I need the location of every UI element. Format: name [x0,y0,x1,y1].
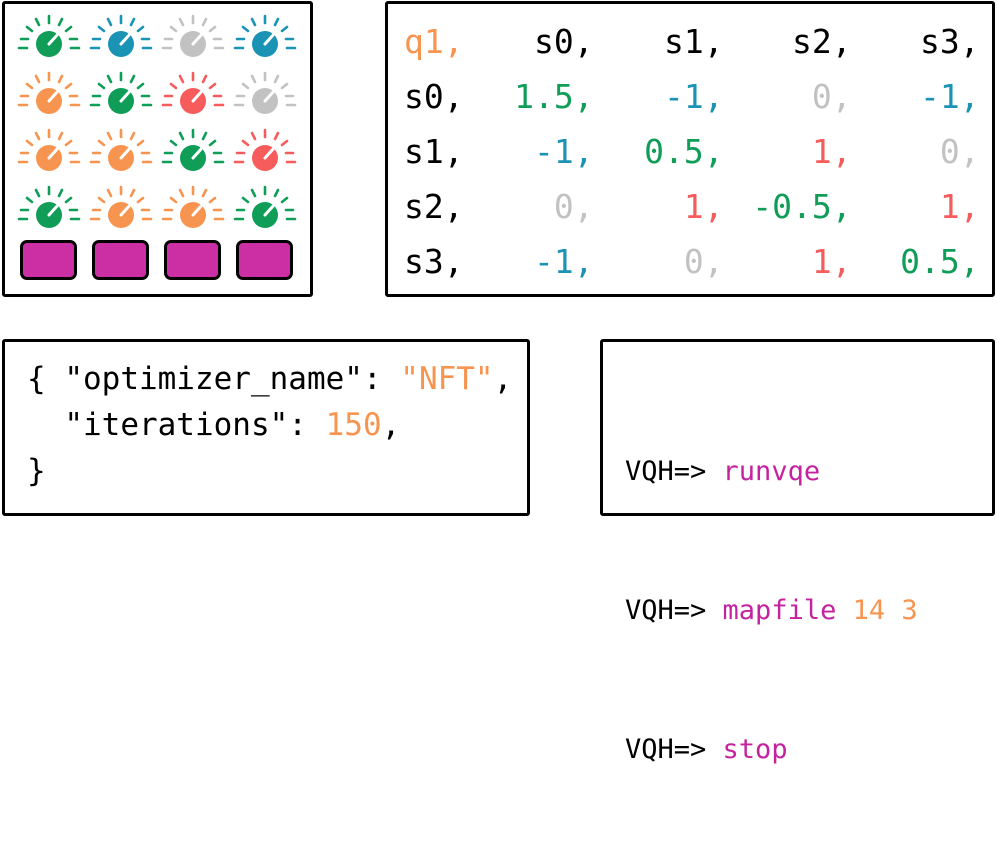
json-comma: , [493,361,513,397]
matrix-cell: -1, [534,242,594,281]
matrix-cell: -0.5, [752,187,852,226]
knob-icon [14,69,84,121]
console-line: VQH=> runvqe [625,448,918,495]
knob-icon [158,126,228,178]
knob-icon [86,69,156,121]
matrix-col-header: s2, [792,22,852,61]
knob-icon [14,183,84,235]
matrix-cell: 1, [811,132,852,171]
json-key-optimizer-name: "optimizer_name" [64,361,363,397]
knob-icon [86,126,156,178]
matrix-cell: -1, [920,77,980,116]
json-comma: , [381,407,401,443]
console-command: mapfile [722,595,837,626]
knob-icon [158,183,228,235]
matrix-cell: 0, [811,77,852,116]
knob-icon [86,183,156,235]
matrix-row-label: s1, [404,132,464,171]
pad-4[interactable] [236,240,293,280]
config-json-code: { "optimizer_name": "NFT", "iterations":… [27,356,512,494]
matrix-cell: 1.5, [514,77,594,116]
console-prompt: VQH=> [625,734,723,765]
matrix-row: s2, 0, 1, -0.5, 1, [404,179,980,234]
matrix-row-label: s2, [404,187,464,226]
json-separator: : [362,361,401,397]
json-open-brace: { [27,361,65,397]
knob-icon [14,126,84,178]
knob-icon [230,183,300,235]
matrix-panel: q1, s0, s1, s2, s3, s0, 1.5, -1, 0, -1, … [385,1,995,297]
matrix-col-header: s1, [664,22,724,61]
json-separator: : [288,407,326,443]
matrix-cell: -1, [664,77,724,116]
knob-panel [2,1,313,297]
config-json-panel: { "optimizer_name": "NFT", "iterations":… [2,339,530,516]
knob-icon [230,69,300,121]
matrix-row: s1, -1, 0.5, 1, 0, [404,124,980,179]
console-command: runvqe [722,456,821,487]
matrix-row: s0, 1.5, -1, 0, -1, [404,69,980,124]
console-prompt: VQH=> [625,595,723,626]
pad-1[interactable] [20,240,77,280]
json-key-iterations: "iterations" [64,407,289,443]
knob-icon [86,12,156,64]
knob-icon [14,12,84,64]
console-panel: VQH=> runvqe VQH=> mapfile 14 3 VQH=> st… [600,339,995,765]
console-output: VQH=> runvqe VQH=> mapfile 14 3 VQH=> st… [625,356,918,865]
json-close-brace: } [27,453,46,489]
console-line: VQH=> stop [625,726,918,773]
knob-icon [158,12,228,64]
matrix-row-label: s0, [404,77,464,116]
matrix-row-label: s3, [404,242,464,281]
matrix-col-header: s3, [920,22,980,61]
matrix-cell: 0, [939,132,980,171]
console-command: stop [722,734,788,765]
pad-3[interactable] [164,240,221,280]
matrix-cell: 1, [939,187,980,226]
matrix-cell: 0.5, [900,242,980,281]
qubo-matrix: q1, s0, s1, s2, s3, s0, 1.5, -1, 0, -1, … [404,14,980,289]
knob-grid [5,4,310,294]
console-prompt: VQH=> [625,456,723,487]
knob-icon [230,12,300,64]
json-value-iterations: 150 [325,407,382,443]
matrix-cell: 0, [553,187,594,226]
matrix-header-row: q1, s0, s1, s2, s3, [404,14,980,69]
matrix-cell: 1, [811,242,852,281]
knob-icon [158,69,228,121]
pad-2[interactable] [92,240,149,280]
knob-icon [230,126,300,178]
matrix-cell: 1, [683,187,724,226]
matrix-cell: -1, [534,132,594,171]
matrix-cell: 0, [683,242,724,281]
matrix-col-header: s0, [534,22,594,61]
console-line: VQH=> mapfile 14 3 [625,587,918,634]
matrix-corner-label: q1, [404,22,464,61]
json-value-optimizer-name: "NFT" [400,361,494,397]
console-args: 14 3 [852,595,918,626]
json-indent [27,407,64,443]
matrix-row: s3, -1, 0, 1, 0.5, [404,234,980,289]
matrix-cell: 0.5, [644,132,724,171]
